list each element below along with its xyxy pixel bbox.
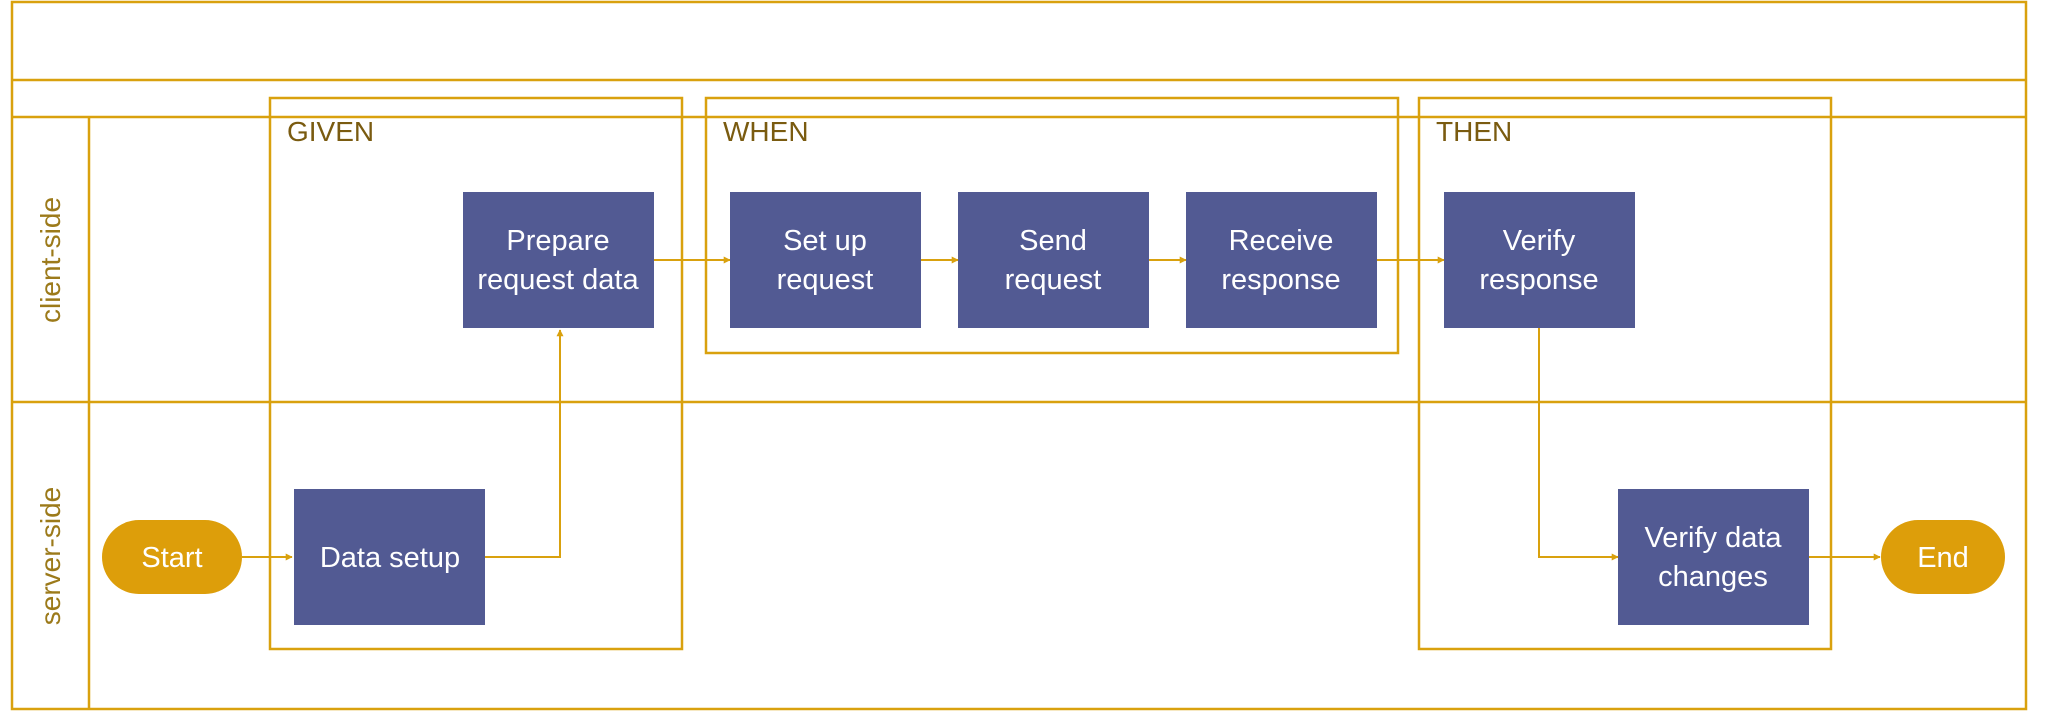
lane-grid	[10, 0, 2028, 711]
phase-given-label: GIVEN	[287, 116, 374, 147]
process-box	[463, 192, 654, 328]
phase-when: WHEN	[704, 96, 1400, 355]
node-receive-response: Receive response	[1186, 192, 1377, 328]
node-send-line-2: request	[1005, 264, 1102, 296]
edge-verify-response-to-verify-data	[1538, 328, 1619, 561]
node-verify-data-line-1: Verify data	[1644, 522, 1782, 554]
lane-label-server-side: server-side	[35, 487, 66, 625]
node-setup-line-2: request	[777, 264, 874, 296]
node-verify-response: Verify response	[1444, 192, 1635, 328]
node-verify-data-changes: Verify data changes	[1618, 489, 1809, 625]
phase-given-box	[268, 96, 684, 651]
process-box	[958, 192, 1149, 328]
phase-given: GIVEN	[268, 96, 684, 651]
process-box	[1186, 192, 1377, 328]
node-end: End	[1881, 520, 2005, 594]
lane-label-client-side: client-side	[35, 197, 66, 323]
node-set-up-request: Set up request	[730, 192, 921, 328]
edge-data-setup-to-prepare	[485, 329, 564, 558]
node-verify-response-line-2: response	[1479, 264, 1598, 296]
node-send-line-1: Send	[1019, 225, 1087, 257]
node-verify-data-line-2: changes	[1658, 561, 1768, 593]
node-send-request: Send request	[958, 192, 1149, 328]
end-terminal-shape	[1881, 520, 2005, 594]
node-end-label: End	[1917, 542, 1969, 574]
phase-then: THEN	[1417, 96, 1833, 651]
node-prepare-request-data: Prepare request data	[463, 192, 654, 328]
process-box	[1618, 489, 1809, 625]
node-start: Start	[102, 520, 242, 594]
process-box	[730, 192, 921, 328]
node-data-setup-line-1: Data setup	[320, 542, 460, 574]
node-prepare-line-2: request data	[477, 264, 639, 296]
phase-then-label: THEN	[1436, 116, 1512, 147]
node-receive-line-2: response	[1221, 264, 1340, 296]
diagram-frame	[10, 0, 2028, 711]
phase-when-label: WHEN	[723, 116, 809, 147]
process-box	[1444, 192, 1635, 328]
node-data-setup: Data setup	[294, 489, 485, 625]
node-receive-line-1: Receive	[1229, 225, 1334, 257]
connectors	[242, 256, 1881, 561]
node-setup-line-1: Set up	[783, 225, 867, 257]
phase-when-box	[704, 96, 1400, 355]
node-start-label: Start	[141, 542, 202, 574]
process-box	[294, 489, 485, 625]
node-prepare-line-1: Prepare	[506, 225, 609, 257]
node-verify-response-line-1: Verify	[1503, 225, 1576, 257]
start-terminal-shape	[102, 520, 242, 594]
phase-then-box	[1417, 96, 1833, 651]
